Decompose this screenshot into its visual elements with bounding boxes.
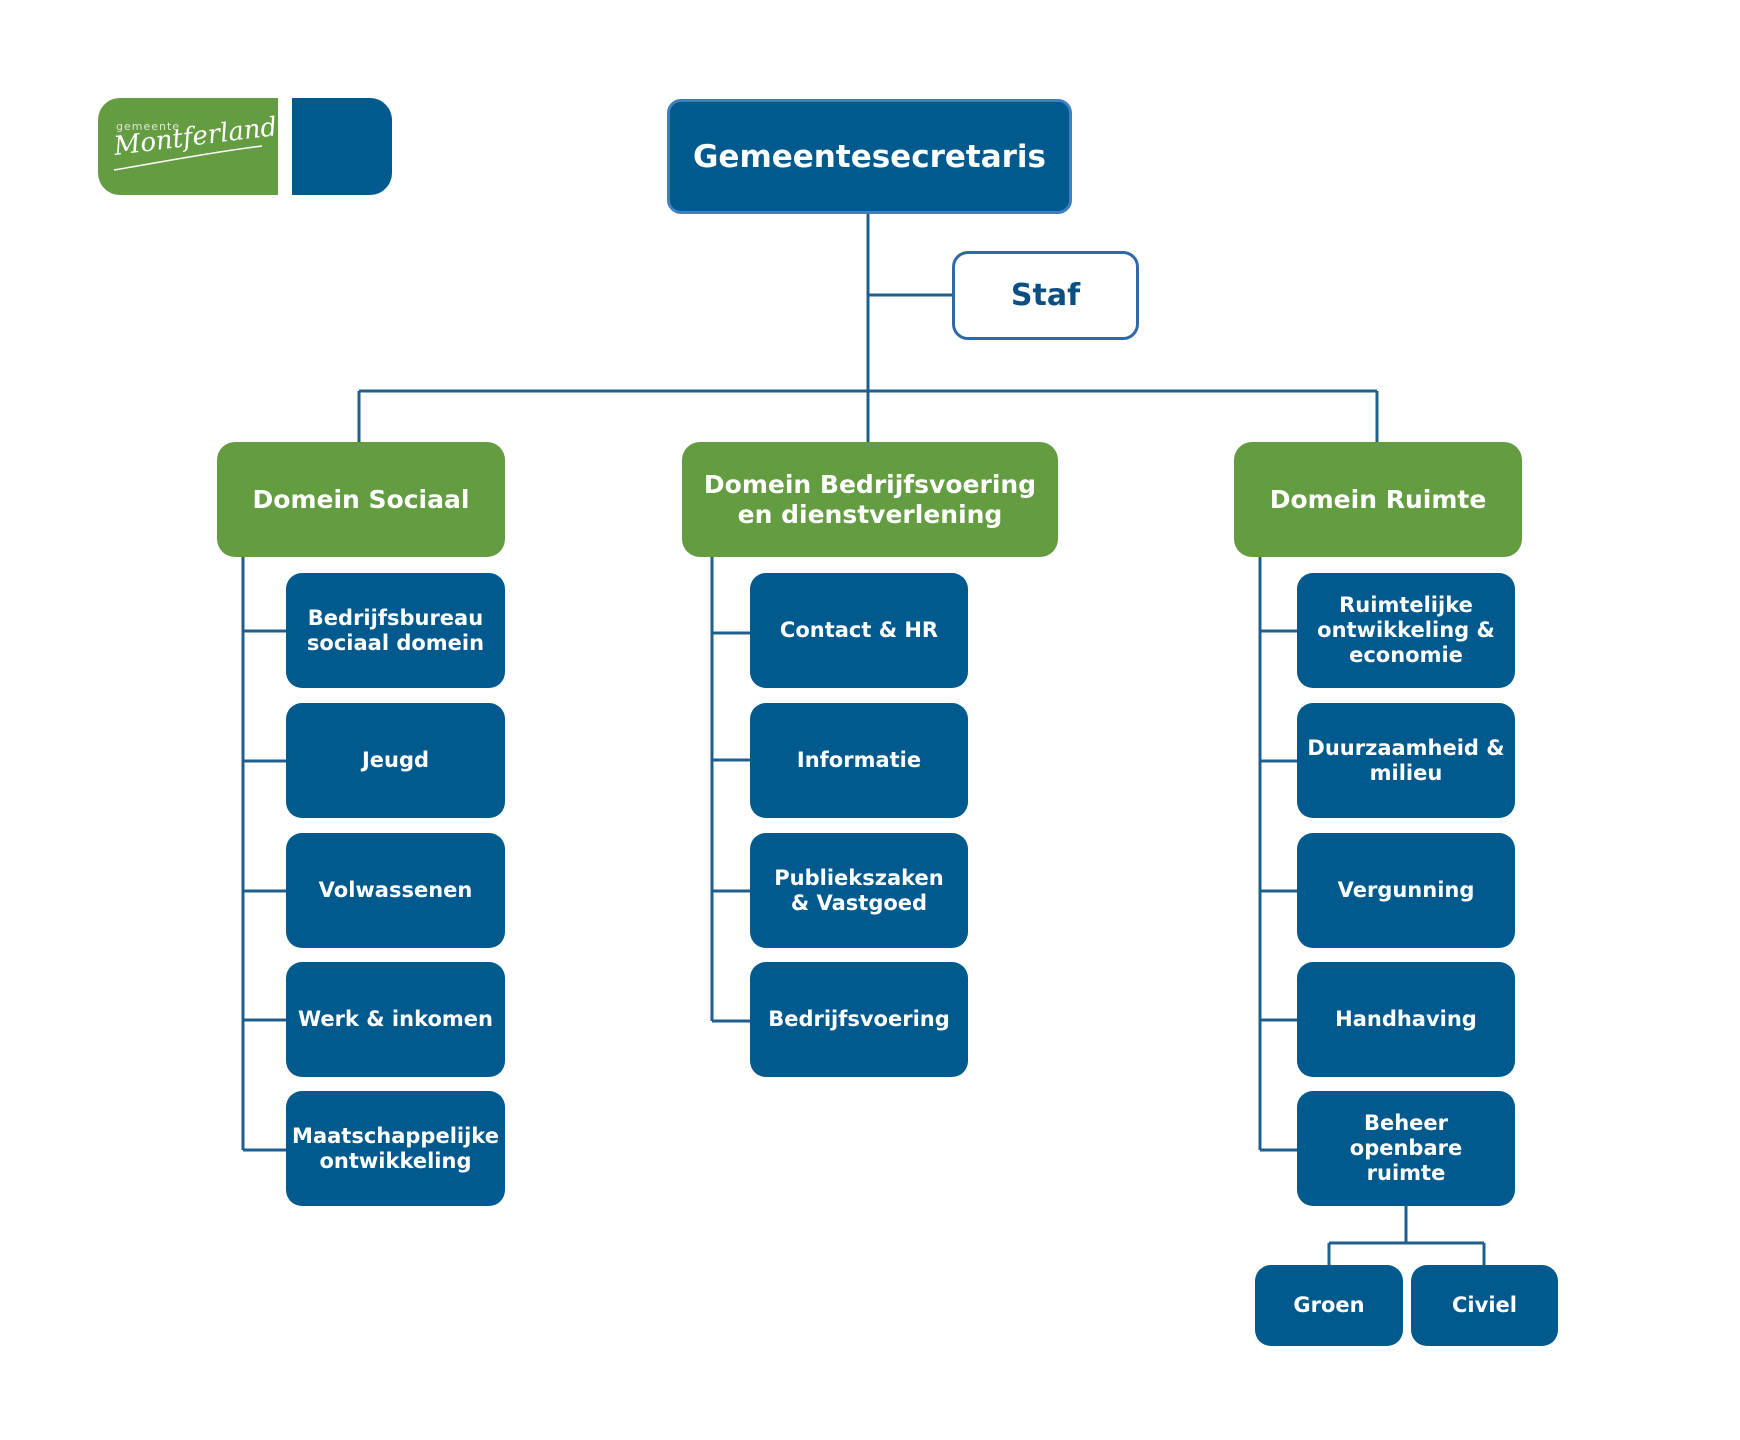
unit-label: Informatie <box>796 748 922 772</box>
unit-box: Publiekszaken & Vastgoed <box>750 833 968 948</box>
unit-box: Volwassenen <box>286 833 505 948</box>
domain-bedrijfsvoering: Domein Bedrijfsvoering en dienstverlenin… <box>682 442 1058 557</box>
unit-label: Maatschappelijke ontwikkeling <box>292 1123 499 1173</box>
unit-label: Groen <box>1293 1293 1365 1317</box>
unit-box: Bedrijfsbureau sociaal domein <box>286 573 505 688</box>
unit-label: Volwassenen <box>318 878 473 902</box>
unit-label: Bedrijfsvoering <box>768 1007 950 1031</box>
unit-box-civiel: Civiel <box>1411 1265 1558 1346</box>
unit-label: Duurzaamheid & milieu <box>1307 735 1505 785</box>
unit-box: Ruimtelijke ontwikkeling & economie <box>1297 573 1515 688</box>
unit-box: Vergunning <box>1297 833 1515 948</box>
logo-swash-icon <box>113 145 263 171</box>
unit-label: Handhaving <box>1335 1007 1477 1031</box>
unit-label: Publiekszaken & Vastgoed <box>774 865 944 915</box>
unit-label: Jeugd <box>361 748 430 772</box>
logo-green-panel: gemeente Montferland <box>98 98 279 195</box>
unit-label: Vergunning <box>1337 878 1475 902</box>
logo-blue-panel <box>292 98 392 195</box>
unit-label: Bedrijfsbureau sociaal domein <box>306 605 485 655</box>
unit-box: Maatschappelijke ontwikkeling <box>286 1091 505 1206</box>
domain-label: Domein Bedrijfsvoering en dienstverlenin… <box>703 469 1037 529</box>
unit-label: Werk & inkomen <box>298 1007 493 1031</box>
unit-label: Contact & HR <box>779 618 939 642</box>
domain-sociaal: Domein Sociaal <box>217 442 505 557</box>
logo-small-text: gemeente <box>116 120 181 133</box>
unit-label: Beheer openbare ruimte <box>1349 1111 1463 1185</box>
unit-box-groen: Groen <box>1255 1265 1403 1346</box>
domain-label: Domein Ruimte <box>1269 484 1487 514</box>
unit-label: Civiel <box>1452 1293 1517 1317</box>
unit-box: Duurzaamheid & milieu <box>1297 703 1515 818</box>
unit-box: Handhaving <box>1297 962 1515 1077</box>
unit-box: Beheer openbare ruimte <box>1297 1091 1515 1206</box>
unit-box: Jeugd <box>286 703 505 818</box>
unit-label: Ruimtelijke ontwikkeling & economie <box>1317 593 1495 667</box>
node-gemeentesecretaris: Gemeentesecretaris <box>667 99 1072 214</box>
domain-label: Domein Sociaal <box>252 484 470 514</box>
node-label: Gemeentesecretaris <box>692 138 1046 175</box>
node-staf: Staf <box>952 251 1139 340</box>
domain-ruimte: Domein Ruimte <box>1234 442 1522 557</box>
unit-box: Contact & HR <box>750 573 968 688</box>
node-label: Staf <box>1010 278 1081 313</box>
unit-box: Informatie <box>750 703 968 818</box>
unit-box: Bedrijfsvoering <box>750 962 968 1077</box>
unit-box: Werk & inkomen <box>286 962 505 1077</box>
